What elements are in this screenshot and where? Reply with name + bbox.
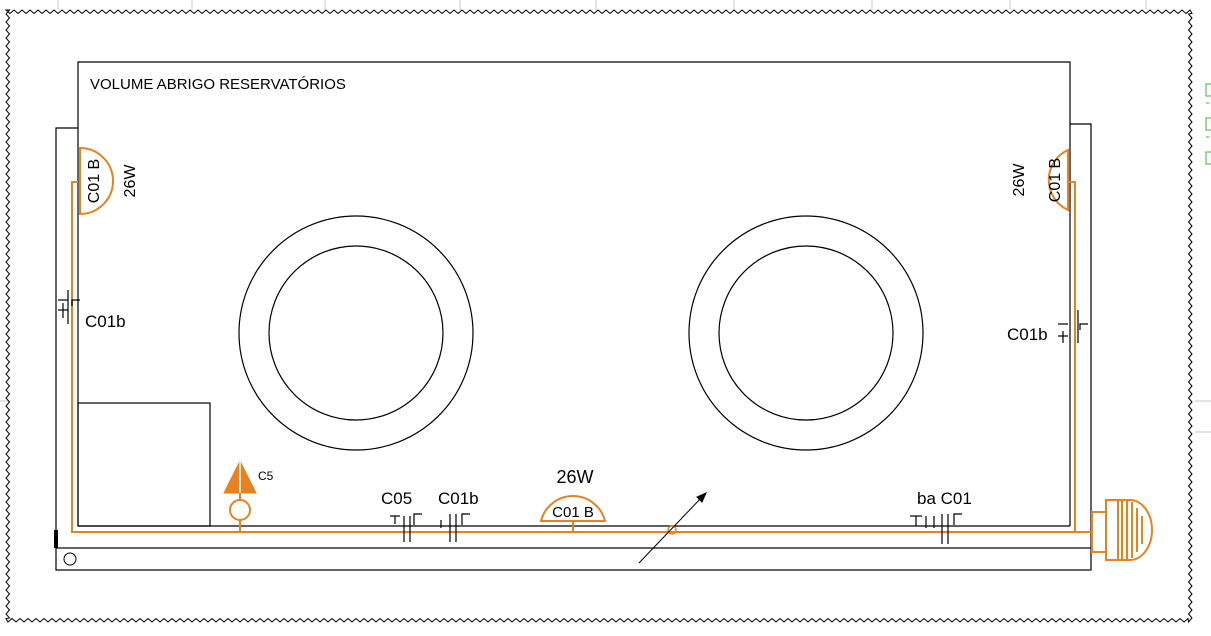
fixture-left-power: 26W <box>122 164 139 198</box>
switch-right <box>1058 310 1088 343</box>
revision-cloud-border <box>4 9 1193 624</box>
fixture-bottom-power: 26W <box>556 467 593 487</box>
tank-right <box>688 215 924 451</box>
equipment-box <box>77 402 211 527</box>
switch-left-label: C01b <box>85 312 126 331</box>
switch-bottom-c05 <box>390 513 422 542</box>
junction-circle-icon <box>667 525 677 535</box>
fixture-right-wall: C01 B 26W <box>1011 148 1069 212</box>
switch-bottom-ba <box>910 513 962 544</box>
fixture-right-code: C01 B <box>1047 158 1064 202</box>
outlet-c5 <box>223 459 257 532</box>
switch-left <box>58 290 80 324</box>
fixture-semicircle-icon <box>1047 148 1069 212</box>
tank-circle-icon <box>238 215 474 451</box>
tank-left <box>238 215 474 451</box>
drawing-title: VOLUME ABRIGO RESERVATÓRIOS <box>90 76 346 93</box>
switch-bottom-ba-label: ba C01 <box>917 489 972 508</box>
switch-bottom-c01b <box>440 513 470 542</box>
switch-bottom-c05-label: C05 <box>381 489 412 508</box>
drain-circle-icon <box>63 552 77 566</box>
fixture-semicircle-icon <box>539 495 607 522</box>
switch-symbol-icon <box>910 513 962 544</box>
fixture-left-code: C01 B <box>86 159 103 203</box>
switch-symbol-icon <box>440 513 470 542</box>
outlet-c5-label: C5 <box>258 469 274 483</box>
switch-bottom-c01b-label: C01b <box>438 489 479 508</box>
wall-light-icon <box>1091 499 1153 561</box>
fixture-left-wall: C01 B 26W <box>79 146 139 216</box>
tank-circle-icon <box>688 215 924 451</box>
green-markers <box>1205 83 1211 165</box>
fixture-right-power: 26W <box>1011 163 1028 197</box>
switch-symbol-icon <box>390 513 422 542</box>
switch-symbol-icon <box>1058 310 1088 343</box>
fixture-bottom: C01 B 26W <box>539 467 607 532</box>
arrow-icon <box>638 492 707 564</box>
fixture-bottom-code: C01 B <box>552 504 594 521</box>
switch-right-label: C01b <box>1007 325 1048 344</box>
fixture-semicircle-icon <box>79 146 114 216</box>
switch-symbol-icon <box>58 290 80 324</box>
grid-ticks <box>0 0 1211 433</box>
